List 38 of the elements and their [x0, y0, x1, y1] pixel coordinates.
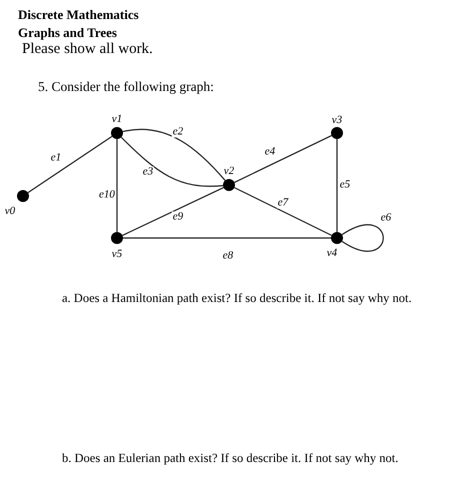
vertex-dot [111, 127, 123, 139]
question-text: 5. Consider the following graph: [38, 79, 214, 95]
graph-edge [234, 187, 332, 236]
title: Discrete Mathematics [18, 7, 139, 23]
graph-edge [122, 128, 226, 181]
vertex-dot [331, 127, 343, 139]
edge-label: e3 [142, 166, 154, 178]
vertex-dot [223, 179, 235, 191]
graph-edge [116, 139, 118, 232]
vertex-label: v2 [224, 165, 234, 177]
edge-label: e4 [264, 146, 276, 158]
edge-label: e5 [338, 180, 352, 190]
vertex-label: v4 [326, 247, 338, 259]
graph-edge [123, 237, 331, 239]
vertex-dot [331, 232, 343, 244]
question-text: b. Does an Eulerian path exist? If so describe it. If not say why not. [62, 451, 398, 466]
edge-label: e8 [222, 250, 234, 262]
graph-edge [28, 136, 112, 194]
vertex-label: v1 [112, 113, 122, 125]
instruction-text: Please show all work. [22, 41, 153, 58]
graph-edge [122, 187, 224, 236]
loop-edge [342, 224, 384, 252]
edge-label: e9 [172, 212, 184, 222]
graph-edge [336, 139, 338, 232]
vertex-label: v3 [332, 114, 342, 126]
vertex-label: v5 [112, 248, 122, 260]
edge-label: e10 [98, 190, 116, 200]
edge-label: e7 [276, 198, 290, 208]
vertex-label: v0 [4, 205, 16, 217]
subtitle: Graphs and Trees [18, 25, 117, 41]
vertex-dot [17, 190, 29, 202]
edge-label: e2 [172, 126, 184, 138]
question-text: a. Does a Hamiltonian path exist? If so describe it. If not say why not. [62, 291, 412, 306]
graph-edge [120, 136, 224, 187]
vertex-dot [111, 232, 123, 244]
edge-label: e1 [50, 152, 62, 164]
graph-edge [234, 135, 332, 183]
edge-label: e6 [380, 212, 392, 224]
